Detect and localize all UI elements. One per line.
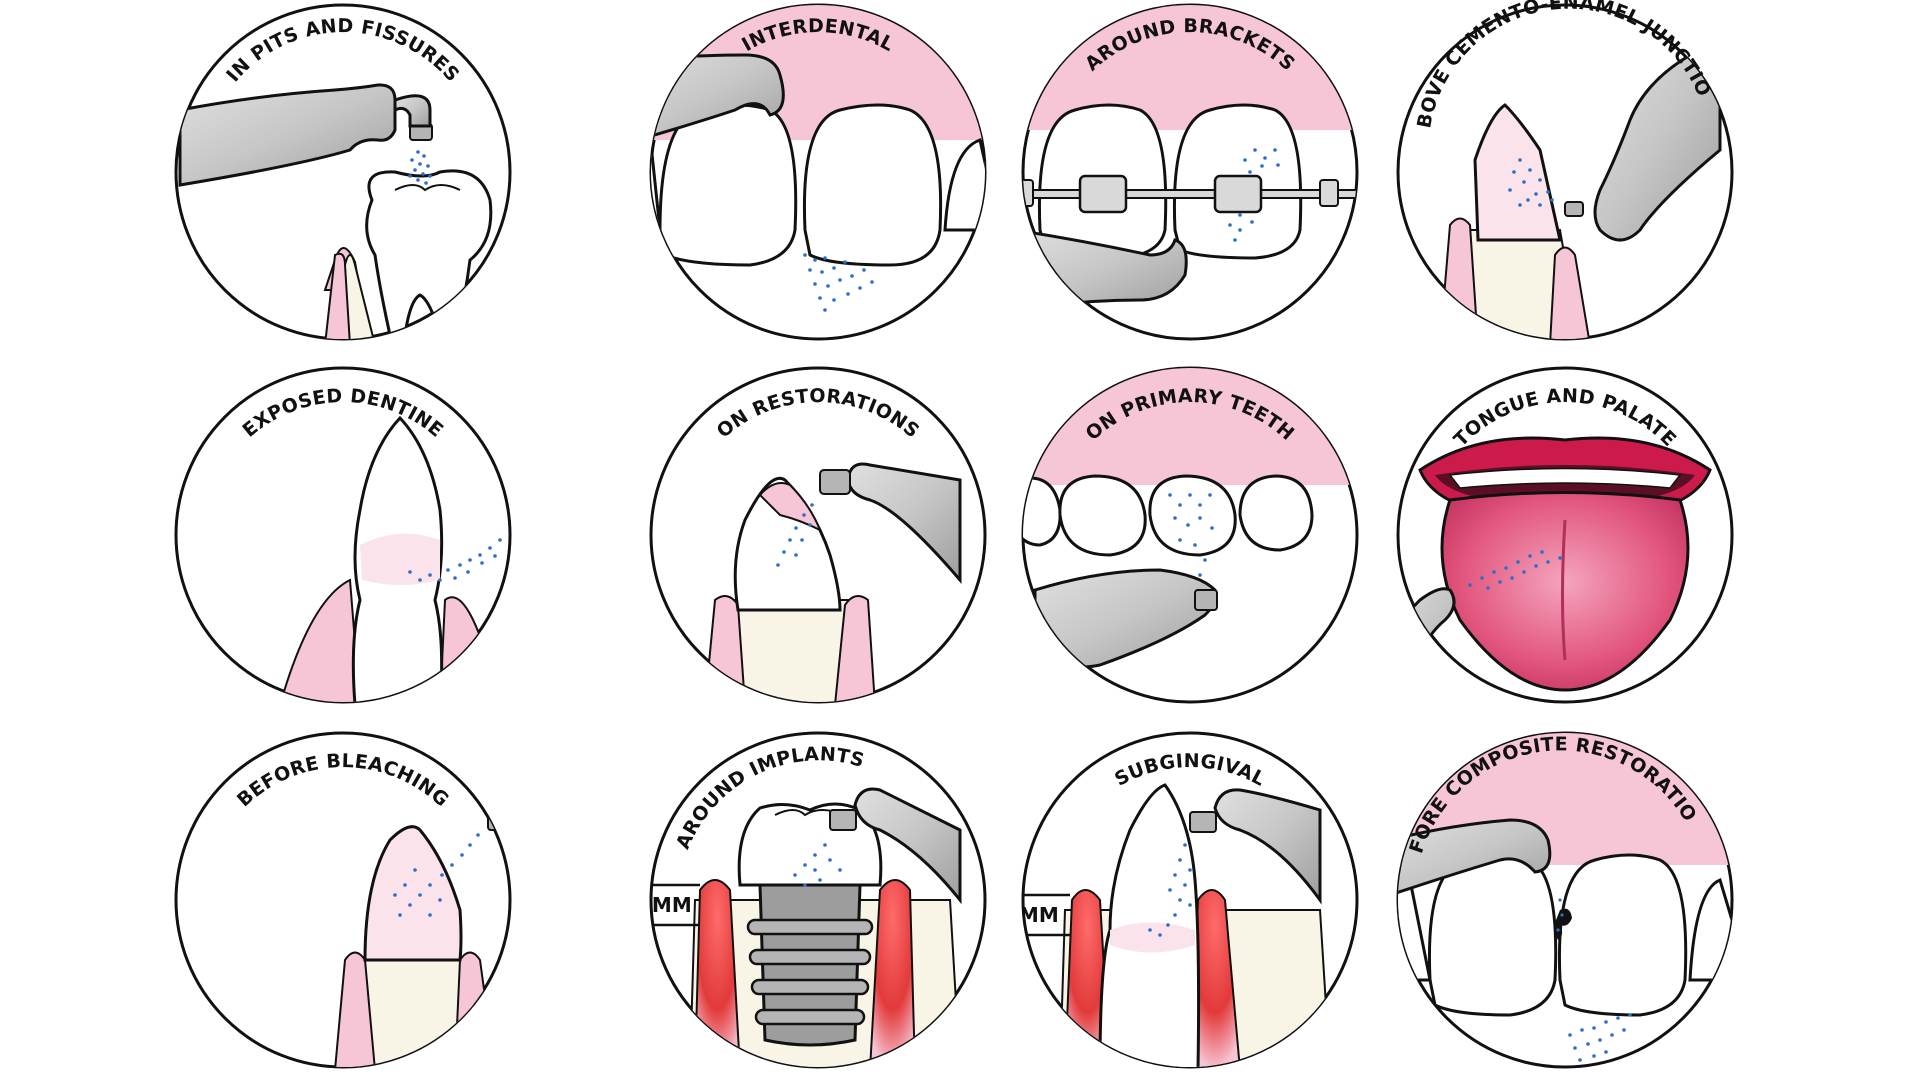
panel-on-restorations: ON RESTORATIONS [649,366,987,704]
tooth-left [1427,853,1558,1017]
tooth [1058,474,1147,557]
spray [1148,843,1192,937]
panel-primary-teeth: ON PRIMARY TEETH [1021,366,1359,704]
panel-before-bleaching: BEFORE BLEACHING [174,731,512,1069]
tooth [363,825,463,962]
gum [278,578,362,702]
handpiece-tip [1194,589,1218,611]
handpiece [1593,37,1722,242]
gum-right [833,595,877,702]
handpiece-tip [819,469,851,495]
handpiece-tip [509,529,510,547]
panel-exposed-dentine: EXPOSED DENTINE [174,366,600,704]
spray [393,833,480,917]
tongue [1440,491,1690,692]
spray [1228,148,1280,242]
spray [1468,550,1562,590]
handpiece [853,787,962,905]
spray [1556,898,1632,1062]
handpiece [178,83,397,187]
spray [1508,158,1554,207]
upper-teeth [1448,467,1682,489]
spray [1168,493,1214,577]
spray [803,253,874,312]
measure-label: 4MM [638,893,692,917]
gum-left [323,252,352,339]
panel-subgingival: 4MM SUBGINGIVAL [1005,731,1359,1069]
caries-spot [1554,908,1572,940]
tooth [1238,474,1314,552]
panel-tongue-palate: TONGUE AND PALATE [1396,366,1734,704]
spray [776,503,814,567]
panel-around-brackets: AROUND BRACKETS [1021,3,1359,341]
inflamed-gum-left [693,879,742,1067]
subgingival-band [1110,922,1195,953]
gum [1023,368,1357,485]
implant-threads [746,918,874,1026]
dentine-band [360,533,440,585]
handpiece [1213,788,1322,905]
tooth-left [658,103,798,267]
spray [408,538,502,582]
handpiece [1398,818,1552,898]
gum-right [478,252,510,339]
panel-around-implants: 4MM AROUND IMPLANTS [638,731,987,1069]
spray [793,843,842,887]
tooth [733,477,842,612]
panel-interdental: INTERDENTAL [649,3,987,341]
measure-label: 4MM [1005,903,1059,927]
bracket [1078,174,1128,214]
gum-right [1548,246,1592,339]
handpiece-tip [1564,201,1584,217]
bracket [1213,174,1263,214]
handpiece [520,470,600,570]
tooth [1148,474,1237,557]
restoration [758,482,822,533]
tooth-far-right [1688,877,1732,982]
inflamed-gum-right [1188,889,1242,1067]
inflamed-gum-right [868,879,917,1067]
handpiece-tip [1189,811,1217,833]
tooth [1023,476,1062,547]
archwire [1023,189,1357,199]
handpiece-tip [829,809,857,831]
panel-pits-fissures: IN PITS AND FISSURES [174,3,512,341]
tooth-far-right [943,138,985,232]
tooth-right [1557,853,1688,1017]
tooth-right [802,103,943,267]
spray [408,150,432,185]
handpiece [493,802,510,925]
